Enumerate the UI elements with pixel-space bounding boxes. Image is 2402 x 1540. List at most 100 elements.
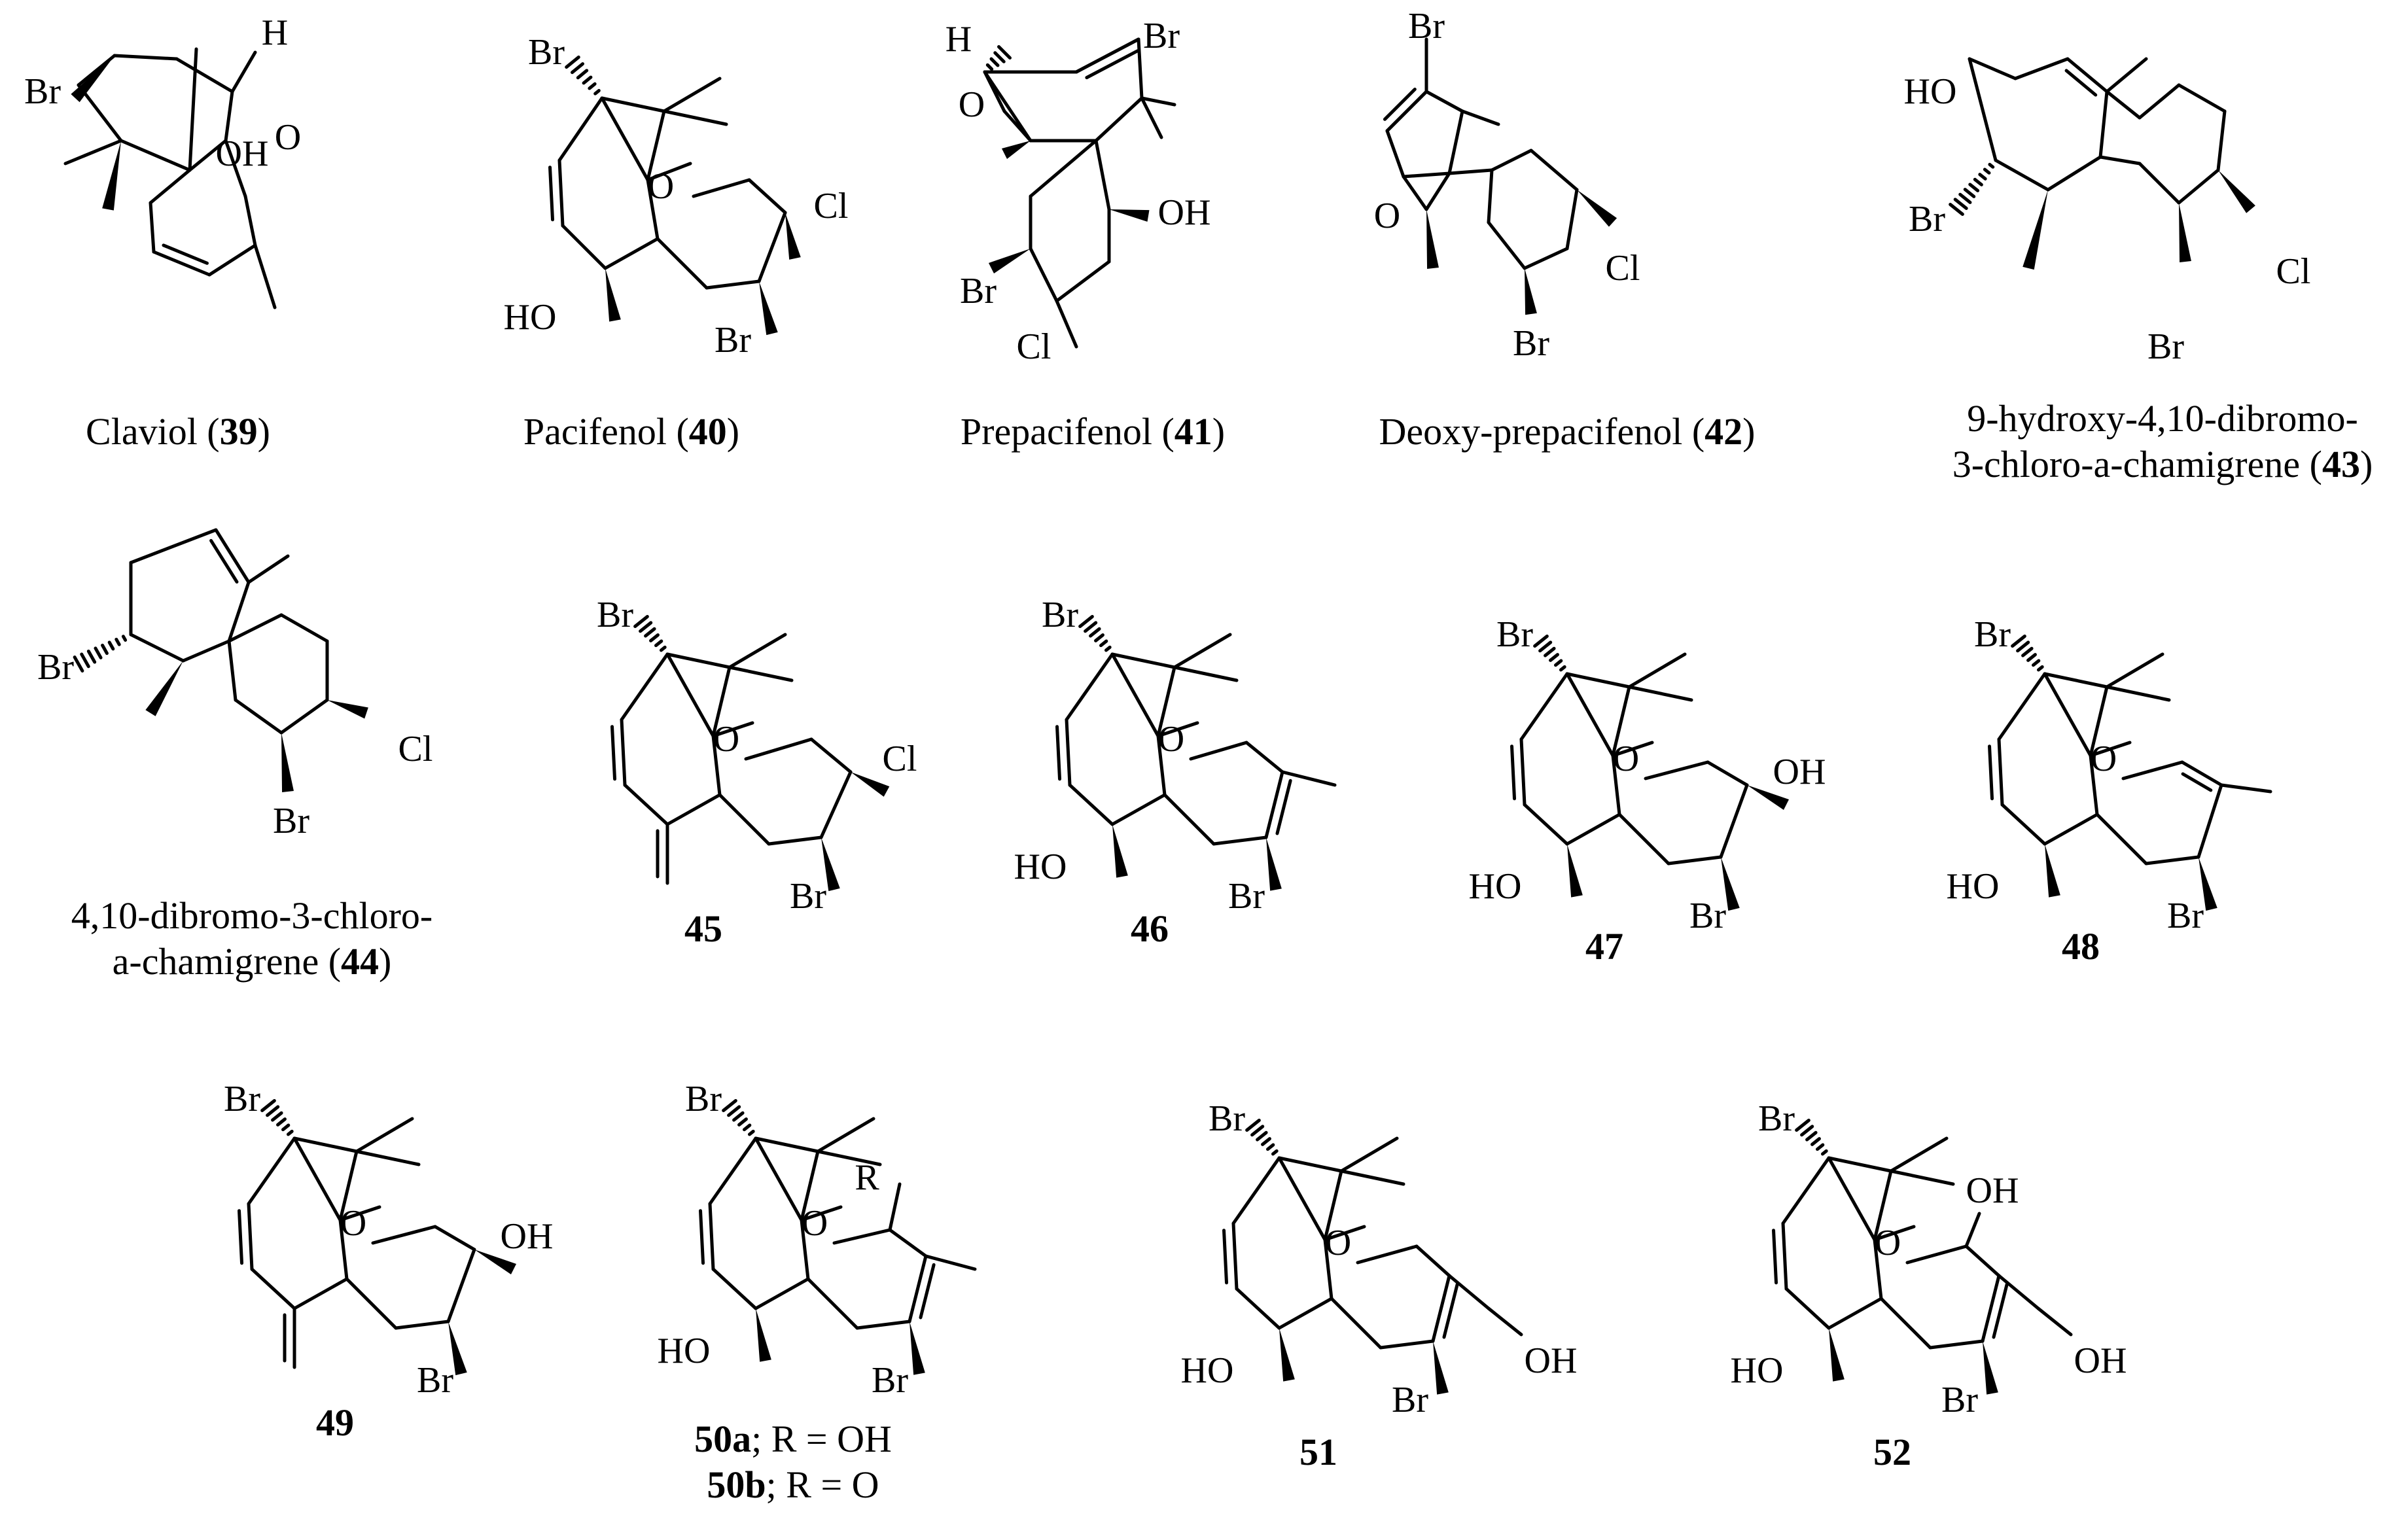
atom-label: Cl bbox=[883, 739, 917, 779]
atom-label: Br bbox=[224, 1079, 260, 1119]
compound-name: Claviol ( bbox=[86, 410, 220, 453]
atom-label: HO bbox=[1181, 1350, 1234, 1391]
caption-40: Pacifenol (40) bbox=[523, 409, 739, 455]
compound-number: 45 bbox=[684, 907, 722, 950]
caption-44: 4,10-dibromo-3-chloro- a-chamigrene (44) bbox=[71, 893, 433, 985]
atom-label: O bbox=[802, 1203, 828, 1244]
atom-label: Br bbox=[1228, 876, 1265, 917]
atom-label: OH bbox=[1525, 1340, 1578, 1381]
compound-number: 40 bbox=[688, 410, 727, 453]
compound-number: 52 bbox=[1873, 1431, 1911, 1473]
atom-label: Br bbox=[597, 595, 633, 635]
caption-suffix: ) bbox=[257, 410, 270, 453]
compound-name: Prepacifenol ( bbox=[960, 410, 1175, 453]
caption-43: 9-hydroxy-4,10-dibromo- 3-chloro-a-chami… bbox=[1952, 396, 2373, 487]
caption-45: 45 bbox=[684, 906, 722, 952]
caption-suffix: ) bbox=[726, 410, 740, 453]
compound-number: 49 bbox=[316, 1401, 354, 1444]
atom-label: O bbox=[713, 719, 739, 760]
atom-label: HO bbox=[658, 1331, 711, 1371]
atom-label: Cl bbox=[1606, 248, 1640, 289]
atom-label: O bbox=[1325, 1223, 1351, 1263]
compound-name-line1: 4,10-dibromo-3-chloro- bbox=[71, 894, 433, 937]
atom-label: OH bbox=[1966, 1170, 2019, 1211]
atom-label: Br bbox=[417, 1360, 453, 1401]
compound-number: 42 bbox=[1704, 410, 1743, 453]
compound-name: Deoxy-prepacifenol ( bbox=[1379, 410, 1705, 453]
compound-number: 43 bbox=[2322, 443, 2360, 485]
atom-label: Cl bbox=[398, 729, 433, 769]
compound-number-b: 50b bbox=[707, 1463, 766, 1506]
compound-r-group-a: ; R = OH bbox=[751, 1418, 892, 1460]
atom-label: Br bbox=[528, 32, 565, 73]
compound-number-a: 50a bbox=[694, 1418, 752, 1460]
compound-number: 51 bbox=[1299, 1431, 1337, 1473]
atom-label: HO bbox=[504, 297, 557, 338]
compound-r-group-b: ; R = O bbox=[766, 1463, 879, 1506]
atom-label: Br bbox=[872, 1360, 908, 1401]
atom-label: HO bbox=[1947, 866, 2000, 907]
compound-name-line2: a-chamigrene ( bbox=[112, 940, 342, 983]
atom-label: Br bbox=[2167, 896, 2204, 936]
atom-label: HO bbox=[1731, 1350, 1784, 1391]
atom-label: Cl bbox=[2276, 251, 2311, 292]
atom-label: Br bbox=[715, 320, 751, 360]
atom-label: HO bbox=[1904, 71, 1957, 112]
atom-label: HO bbox=[1469, 866, 1522, 907]
atom-label: Br bbox=[1042, 595, 1078, 635]
compound-number: 44 bbox=[341, 940, 380, 983]
atom-label: Br bbox=[1496, 614, 1533, 655]
compound-number: 47 bbox=[1585, 925, 1623, 968]
compound-number: 48 bbox=[2062, 925, 2100, 968]
caption-41: Prepacifenol (41) bbox=[961, 409, 1225, 455]
atom-label: O bbox=[275, 117, 301, 158]
atom-label: Br bbox=[1143, 16, 1180, 56]
atom-label: Br bbox=[1974, 614, 2011, 655]
atom-label: Br bbox=[790, 876, 826, 917]
atom-label: Br bbox=[1209, 1098, 1245, 1139]
atom-label: O bbox=[1374, 196, 1400, 236]
atom-label: HO bbox=[1014, 847, 1067, 887]
atom-label: R bbox=[855, 1157, 879, 1198]
caption-46: 46 bbox=[1131, 906, 1169, 952]
caption-39: Claviol (39) bbox=[86, 409, 270, 455]
caption-suffix: ) bbox=[1212, 410, 1226, 453]
atom-label: OH bbox=[1158, 192, 1211, 233]
atom-label: O bbox=[340, 1203, 366, 1244]
atom-label: H bbox=[945, 19, 972, 60]
compound-number: 39 bbox=[219, 410, 258, 453]
atom-label: O bbox=[1613, 739, 1639, 779]
caption-suffix: ) bbox=[2359, 443, 2373, 485]
caption-suffix: ) bbox=[1742, 410, 1756, 453]
atom-label: Br bbox=[1909, 199, 1945, 239]
atom-label: OH bbox=[2074, 1340, 2127, 1381]
atom-label: O bbox=[1158, 719, 1184, 760]
compound-number: 41 bbox=[1174, 410, 1212, 453]
atom-label: Br bbox=[273, 801, 309, 841]
atom-label: H bbox=[262, 12, 288, 53]
caption-47: 47 bbox=[1585, 924, 1623, 970]
atom-label: O bbox=[2091, 739, 2117, 779]
atom-label: Br bbox=[24, 71, 61, 112]
compound-number: 46 bbox=[1131, 907, 1169, 950]
caption-48: 48 bbox=[2062, 924, 2100, 970]
atom-label: OH bbox=[1773, 752, 1826, 792]
atom-label: Br bbox=[2147, 326, 2184, 367]
atom-label: Br bbox=[1392, 1380, 1428, 1420]
atom-label: Cl bbox=[814, 186, 849, 226]
atom-label: O bbox=[648, 166, 674, 207]
caption-42: Deoxy-prepacifenol (42) bbox=[1379, 409, 1756, 455]
